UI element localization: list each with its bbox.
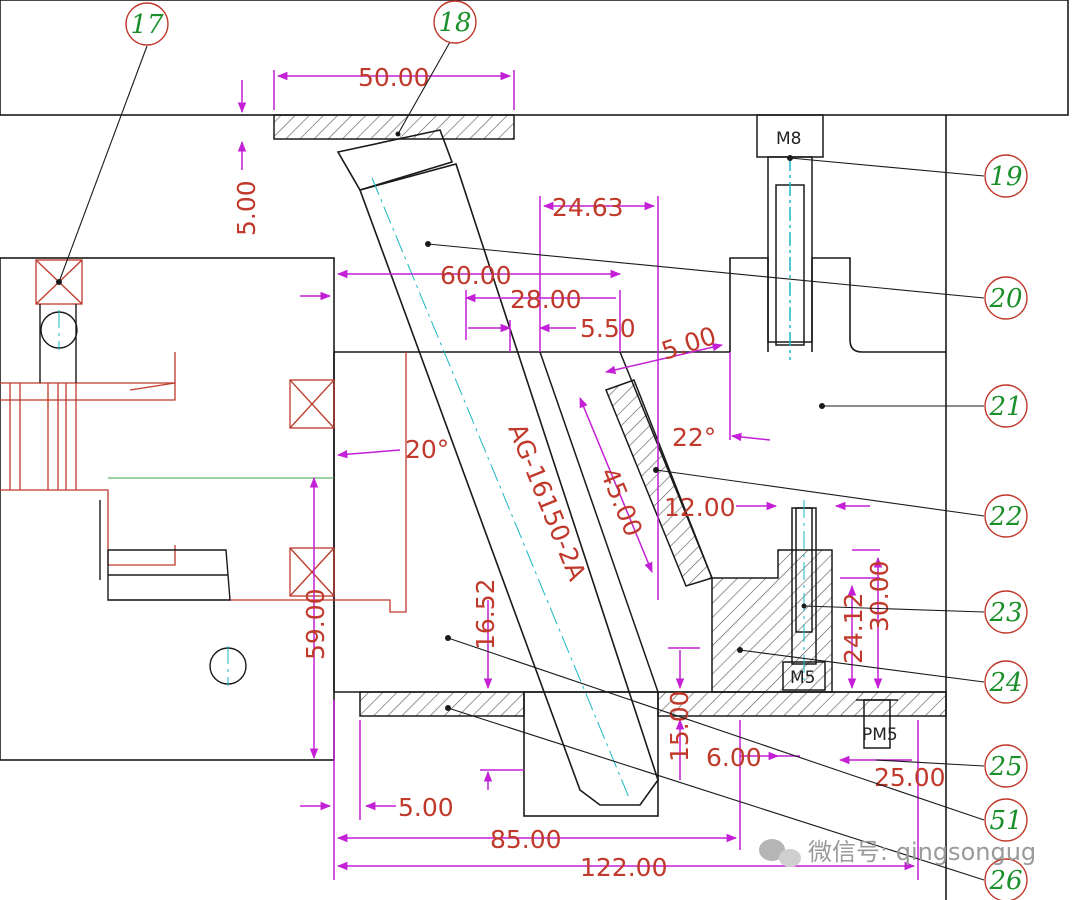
callout-18: [433, 0, 477, 44]
callout-22: [984, 494, 1028, 538]
wear-plate-18: [273, 114, 515, 140]
dim-6: 6.00: [706, 743, 762, 772]
ejector-holes: [40, 311, 247, 685]
dim-60: 60.00: [440, 261, 512, 290]
screw-m5-label: M5: [790, 668, 815, 688]
dim-59: 59.00: [301, 588, 330, 660]
dim-28: 28.00: [510, 285, 582, 314]
bolt-pm5-25: [856, 699, 898, 749]
dim-5-bottom: 5.00: [398, 793, 454, 822]
callout-19: [984, 154, 1028, 198]
callout-text-23: 23: [988, 598, 1022, 628]
bolt-m8-19: [756, 114, 824, 360]
callout-text-22: 22: [988, 502, 1022, 532]
callout-text-20: 20: [988, 284, 1022, 314]
callout-text-24: 24: [988, 668, 1022, 698]
callout-21: [984, 384, 1028, 428]
callout-23: [984, 590, 1028, 634]
dim-5-top: 5.00: [232, 180, 261, 236]
callout-17: [125, 2, 169, 46]
callout-text-19: 19: [989, 162, 1022, 192]
screw-m8-label: M8: [776, 129, 801, 149]
dim-24-63: 24.63: [552, 193, 624, 222]
dim-20-deg: 20°: [405, 435, 449, 464]
dimension-lines: [237, 70, 919, 880]
dim-16-52: 16.52: [471, 578, 500, 650]
angle-pin-20: [336, 129, 659, 806]
top-plate: [0, 0, 1069, 116]
dim-5-50: 5.50: [580, 314, 636, 343]
dim-22-deg: 22°: [672, 423, 716, 452]
dim-15: 15.00: [665, 690, 694, 762]
dim-5-slant: 5.00: [658, 321, 720, 366]
dim-25: 25.00: [874, 763, 946, 792]
lock-block-24: [711, 549, 833, 693]
callout-numbers: 17 18 19 20 21 22 23 24 25 51 26: [130, 8, 1022, 896]
callout-text-26: 26: [988, 866, 1022, 896]
callout-text-51: 51: [989, 806, 1022, 836]
callout-20: [984, 276, 1028, 320]
dim-12: 12.00: [664, 493, 736, 522]
dim-85: 85.00: [490, 825, 562, 854]
watermark-text: 微信号: qingsongug: [808, 838, 1036, 866]
callout-balloons: [125, 0, 1028, 900]
dim-122: 122.00: [580, 853, 667, 882]
callout-text-25: 25: [988, 752, 1022, 782]
callout-text-18: 18: [438, 8, 471, 38]
callout-text-17: 17: [130, 10, 164, 40]
callout-text-21: 21: [988, 392, 1022, 422]
callout-26: [984, 858, 1028, 900]
callout-24: [984, 660, 1028, 704]
callout-25: [984, 744, 1028, 788]
dim-50: 50.00: [358, 63, 430, 92]
wechat-icon: [759, 839, 785, 861]
dim-24-12: 24.12: [839, 592, 868, 664]
dimension-texts: 50.00 5.00 24.63 60.00 28.00 5.50 5.00 2…: [232, 63, 946, 882]
left-insert-block: [0, 257, 335, 761]
callout-51: [984, 798, 1028, 842]
screw-pm5-label: PM5: [862, 725, 898, 745]
callout-leaders: [58, 41, 985, 881]
watermark: 微信号: qingsongug: [759, 838, 1036, 867]
wear-plate-51: [359, 691, 525, 717]
dim-30: 30.00: [865, 560, 894, 632]
